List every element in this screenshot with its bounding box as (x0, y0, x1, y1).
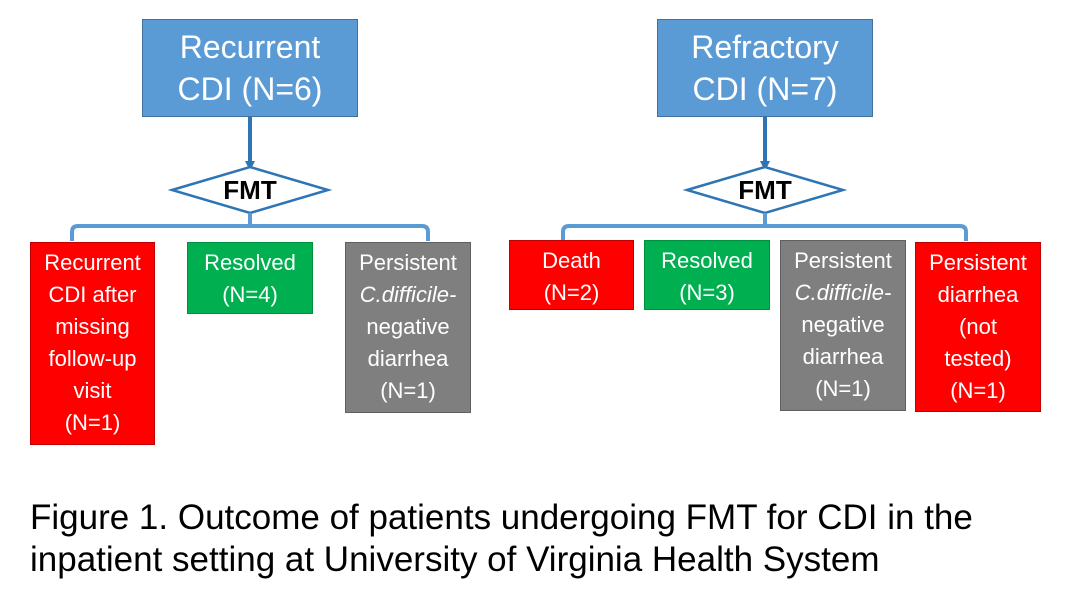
outcome-line: follow-up (48, 346, 137, 371)
left-outcome-persistent: Persistent C.difficile- negative diarrhe… (345, 242, 471, 413)
left-root-line1: Recurrent (179, 29, 321, 65)
caption-line1: Figure 1. Outcome of patients undergoing… (30, 498, 973, 537)
outcome-line: (N=1) (815, 376, 871, 401)
left-fmt-diamond (167, 165, 333, 215)
outcome-line: Death (542, 248, 601, 273)
left-root-line2: CDI (N=6) (177, 71, 323, 107)
outcome-line: missing (55, 314, 130, 339)
outcome-line: (N=2) (543, 280, 600, 305)
outcome-line: diarrhea (367, 346, 449, 371)
left-fmt-label: FMT (223, 175, 277, 205)
right-root-line2: CDI (N=7) (692, 71, 838, 107)
outcome-line: (N=3) (679, 280, 735, 305)
left-outcome-resolved: Resolved (N=4) (187, 242, 313, 314)
outcome-line: diarrhea (937, 282, 1019, 307)
right-outcome-persistent-negative: Persistent C.difficile- negative diarrhe… (780, 240, 906, 411)
outcome-line: visit (73, 378, 112, 403)
left-outcome-recurrent: Recurrent CDI after missing follow-up vi… (30, 242, 155, 445)
outcome-line: Resolved (661, 248, 753, 273)
outcome-line: Persistent (929, 250, 1027, 275)
right-outcome-resolved: Resolved (N=3) (644, 240, 770, 310)
outcome-line: diarrhea (802, 344, 884, 369)
outcome-line: Persistent (359, 250, 457, 275)
outcome-line: tested) (944, 346, 1012, 371)
right-bracket (561, 213, 968, 241)
right-fmt-diamond (682, 165, 848, 215)
outcome-line: (N=1) (380, 378, 436, 403)
outcome-line: Persistent (794, 248, 892, 273)
outcome-line: (N=4) (222, 282, 278, 307)
right-outcome-persistent-not-tested: Persistent diarrhea (not tested) (N=1) (915, 242, 1041, 412)
left-bracket (70, 213, 430, 241)
caption-line2: inpatient setting at University of Virgi… (30, 540, 880, 579)
outcome-line: CDI after (48, 282, 137, 307)
outcome-line: (not (959, 314, 997, 339)
outcome-line: C.difficile- (794, 280, 892, 305)
left-root-box: Recurrent CDI (N=6) (142, 19, 358, 117)
right-root-box: Refractory CDI (N=7) (657, 19, 873, 117)
right-fmt-label: FMT (738, 175, 792, 205)
outcome-line: negative (801, 312, 885, 337)
right-root-line1: Refractory (691, 29, 839, 65)
outcome-line: (N=1) (950, 378, 1006, 403)
figure-caption: Figure 1. Outcome of patients undergoing… (30, 497, 1070, 581)
outcome-line: negative (366, 314, 450, 339)
outcome-line: Recurrent (44, 250, 141, 275)
right-outcome-death: Death (N=2) (509, 240, 634, 310)
outcome-line: C.difficile- (359, 282, 457, 307)
outcome-line: (N=1) (64, 410, 121, 435)
outcome-line: Resolved (204, 250, 296, 275)
